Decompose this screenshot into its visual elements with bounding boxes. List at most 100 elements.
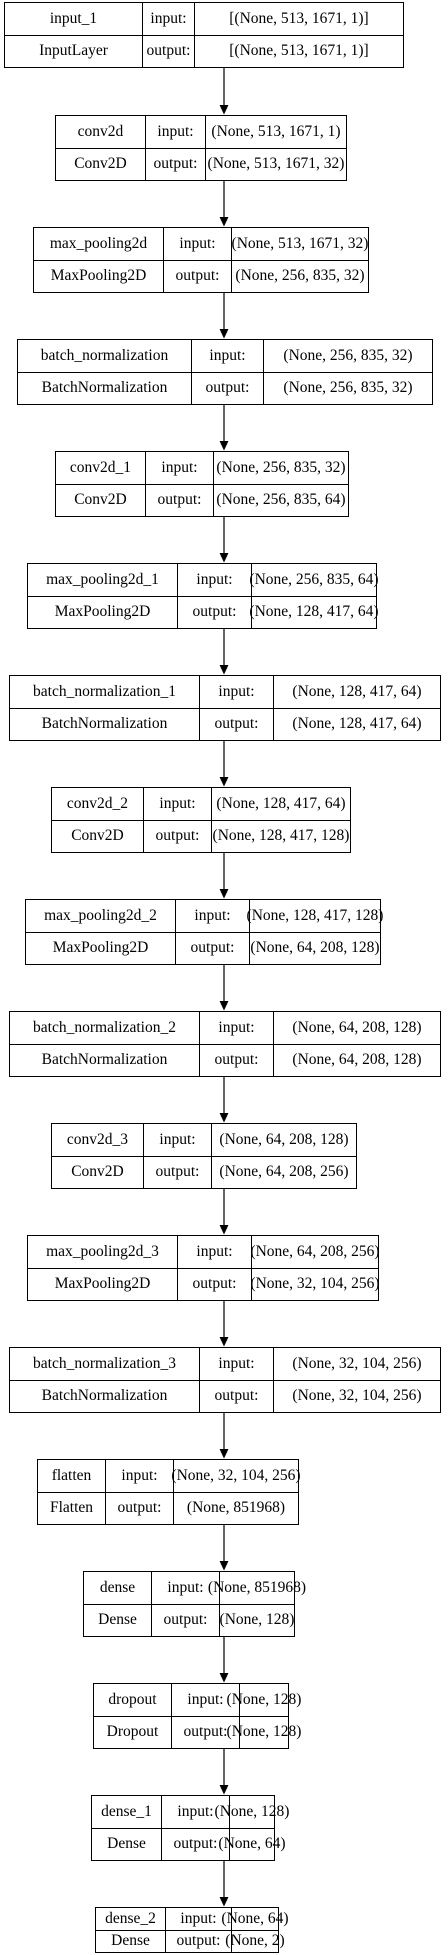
layer-type: BatchNormalization [18, 372, 192, 404]
input-label: input: [164, 228, 232, 260]
layer-name: conv2d_2 [52, 788, 144, 820]
layer-type: MaxPooling2D [34, 260, 164, 292]
output-shape: (None, 128, 417, 64) [249, 603, 379, 621]
output-shape: (None, 128) [219, 1611, 295, 1629]
input-shape: (None, 64, 208, 128) [292, 1019, 422, 1037]
input-shape: (None, 128, 417, 64) [292, 683, 422, 701]
input-label: input: [162, 1796, 230, 1828]
layer-name: conv2d_1 [56, 452, 146, 484]
output-label: output: [166, 1930, 232, 1952]
edge-arrowhead [219, 889, 229, 899]
layer-name: max_pooling2d_2 [26, 900, 176, 932]
layer-type: InputLayer [5, 35, 143, 67]
output-shape: (None, 64, 208, 256) [219, 1163, 349, 1181]
output-label: output: [200, 1044, 274, 1076]
layer-type: Conv2D [52, 1156, 144, 1188]
output-shape: (None, 513, 1671, 32) [207, 155, 345, 173]
input-label: input: [200, 1012, 274, 1044]
output-label: output: [144, 820, 212, 852]
layer-name: max_pooling2d_3 [28, 1236, 178, 1268]
layer-name: batch_normalization_1 [10, 676, 200, 708]
output-label: output: [162, 1828, 230, 1860]
edge-arrowhead [219, 553, 229, 563]
output-label: output: [176, 932, 250, 964]
layer-name: input_1 [5, 3, 143, 35]
layer-type: Dense [92, 1828, 162, 1860]
output-shape: (None, 32, 104, 256) [292, 1387, 422, 1405]
input-shape: (None, 513, 1671, 1) [211, 123, 341, 141]
input-label: input: [200, 676, 274, 708]
output-label: output: [178, 1268, 252, 1300]
edge-arrowhead [219, 1225, 229, 1235]
edge-arrowhead [219, 1001, 229, 1011]
edge-arrowhead [219, 1561, 229, 1571]
input-label: input: [178, 1236, 252, 1268]
input-label: input: [166, 1908, 232, 1930]
edge-arrowhead [219, 441, 229, 451]
edge-arrowhead [219, 217, 229, 227]
layer-name: max_pooling2d [34, 228, 164, 260]
edge-arrowhead [219, 1673, 229, 1683]
output-label: output: [144, 1156, 212, 1188]
output-shape: (None, 32, 104, 256) [250, 1275, 380, 1293]
layer-name: dense_2 [96, 1908, 166, 1930]
layer-name: batch_normalization [18, 340, 192, 372]
input-shape: (None, 128, 417, 64) [216, 795, 346, 813]
output-shape: [(None, 513, 1671, 1)] [229, 42, 369, 60]
input-label: input: [106, 1460, 174, 1492]
edge-arrowhead [219, 1113, 229, 1123]
output-label: output: [152, 1604, 220, 1636]
input-shape: (None, 32, 104, 256) [292, 1355, 422, 1373]
output-label: output: [143, 35, 195, 67]
layer-name: batch_normalization_3 [10, 1348, 200, 1380]
output-shape: (None, 256, 835, 64) [216, 491, 346, 509]
edge-arrowhead [219, 665, 229, 675]
input-shape: [(None, 513, 1671, 1)] [229, 10, 369, 28]
input-label: input: [146, 116, 206, 148]
output-label: output: [172, 1716, 240, 1748]
input-label: input: [200, 1348, 274, 1380]
input-label: input: [176, 900, 250, 932]
input-shape: (None, 128, 417, 128) [246, 907, 384, 925]
layer-name: dropout [94, 1684, 172, 1716]
output-label: output: [106, 1492, 174, 1524]
input-label: input: [144, 1124, 212, 1156]
layer-type: Conv2D [56, 148, 146, 180]
layer-type: Dense [96, 1930, 166, 1952]
layer-type: BatchNormalization [10, 1044, 200, 1076]
input-label: input: [152, 1572, 220, 1604]
layer-name: dense_1 [92, 1796, 162, 1828]
edge-arrowhead [219, 1337, 229, 1347]
input-shape: (None, 851968) [207, 1579, 307, 1597]
output-shape: (None, 64, 208, 128) [292, 1051, 422, 1069]
input-label: input: [178, 564, 252, 596]
layer-type: Conv2D [52, 820, 144, 852]
layer-type: Flatten [38, 1492, 106, 1524]
edge-arrowhead [219, 1897, 229, 1907]
output-shape: (None, 851968) [186, 1499, 286, 1517]
edge-arrowhead [219, 329, 229, 339]
input-label: input: [143, 3, 195, 35]
layer-name: conv2d_3 [52, 1124, 144, 1156]
edge-arrowhead [219, 777, 229, 787]
edge-arrowhead [219, 1785, 229, 1795]
layer-type: Dense [84, 1604, 152, 1636]
output-label: output: [146, 148, 206, 180]
output-label: output: [178, 596, 252, 628]
layer-type: MaxPooling2D [28, 596, 178, 628]
layer-type: MaxPooling2D [26, 932, 176, 964]
input-shape: (None, 256, 835, 32) [216, 459, 346, 477]
